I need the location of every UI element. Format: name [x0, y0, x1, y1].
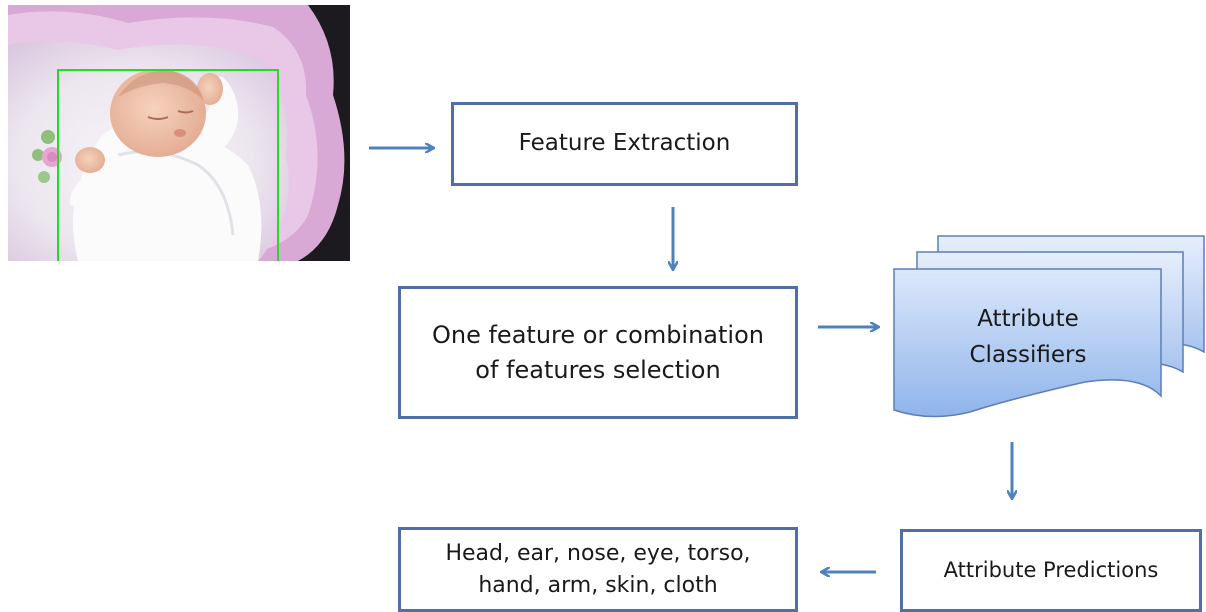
- attribute-classifiers-label: Attribute Classifiers: [892, 302, 1164, 373]
- feature-selection-box: One feature or combination of features s…: [398, 286, 798, 419]
- attribute-classifiers-line-1: Attribute: [977, 306, 1079, 332]
- attribute-classifiers-line-2: Classifiers: [970, 342, 1087, 368]
- feature-extraction-label: Feature Extraction: [519, 127, 731, 160]
- feature-selection-line-1: One feature or combination: [432, 321, 764, 349]
- body-parts-box: Head, ear, nose, eye, torso, hand, arm, …: [398, 527, 798, 612]
- body-parts-label: Head, ear, nose, eye, torso, hand, arm, …: [445, 538, 750, 602]
- feature-extraction-box: Feature Extraction: [451, 102, 798, 186]
- attribute-predictions-label: Attribute Predictions: [944, 555, 1159, 585]
- feature-selection-line-2: of features selection: [475, 356, 720, 384]
- body-parts-line-2: hand, arm, skin, cloth: [478, 573, 717, 598]
- body-parts-line-1: Head, ear, nose, eye, torso,: [445, 541, 750, 566]
- feature-selection-label: One feature or combination of features s…: [432, 318, 764, 388]
- attribute-predictions-box: Attribute Predictions: [900, 529, 1202, 612]
